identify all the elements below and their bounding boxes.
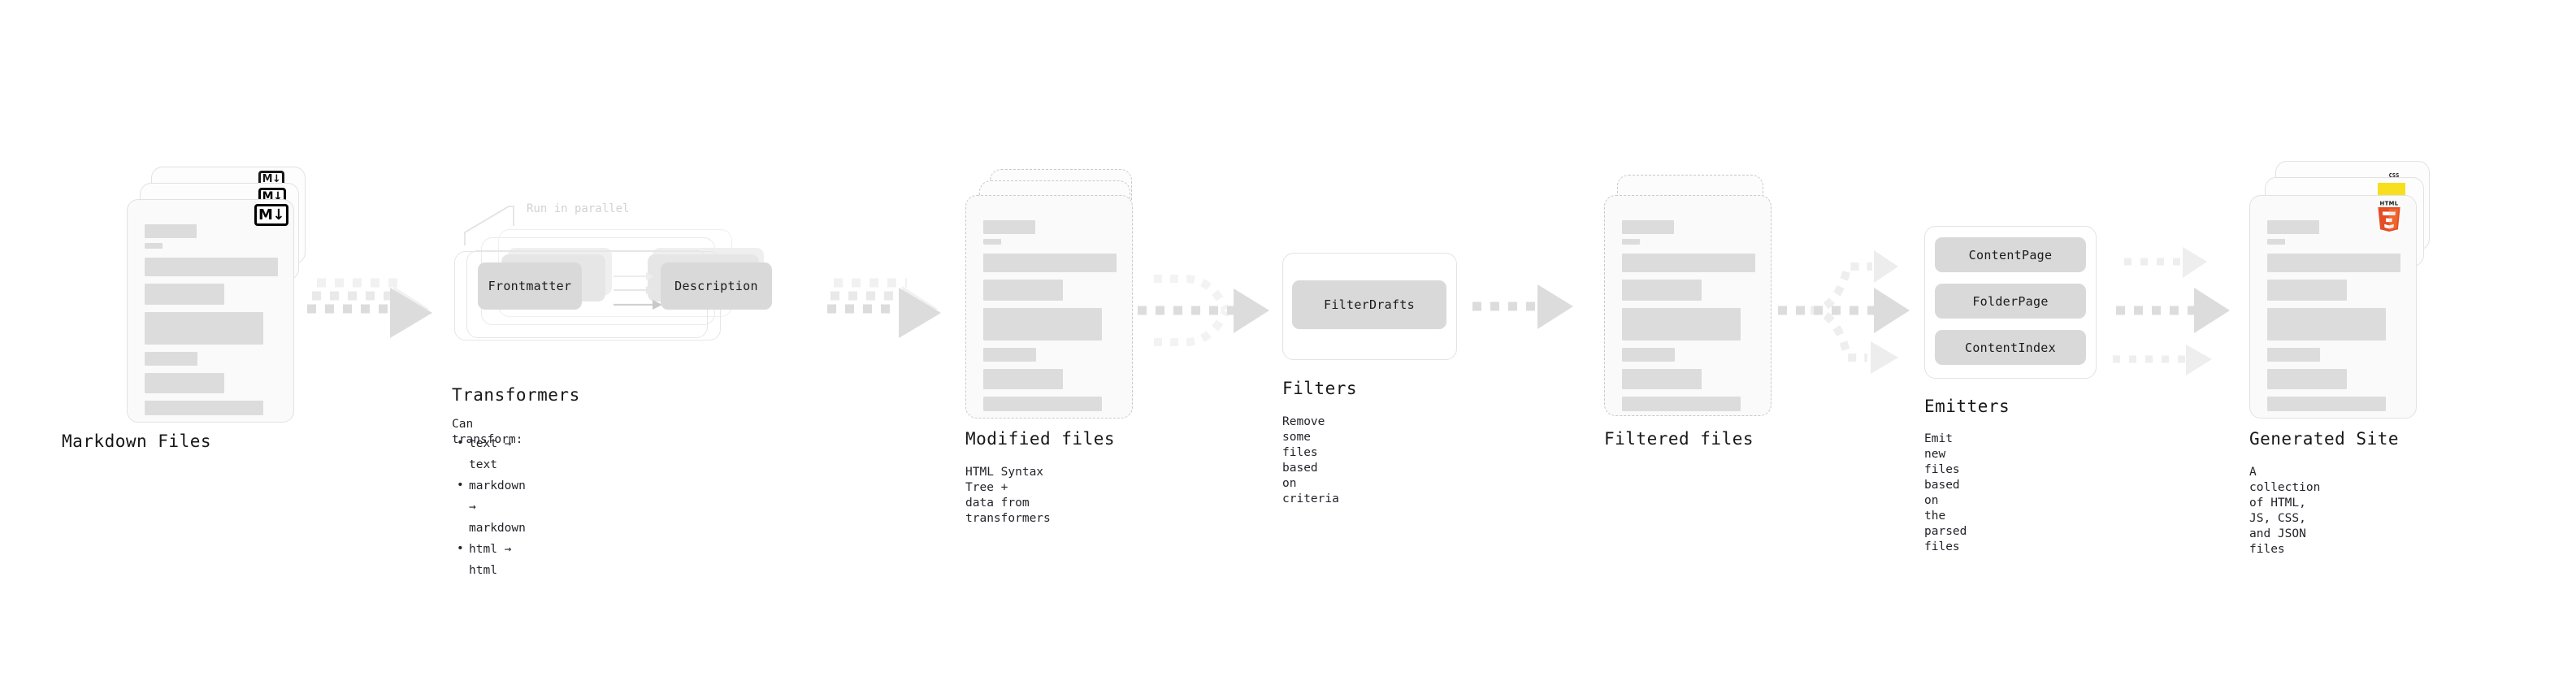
markdown-file-content-bars <box>145 224 279 423</box>
emitter-chip-contentindex-label: ContentIndex <box>1965 340 2056 355</box>
transformers-bullet-1: markdown → markdown <box>469 479 526 535</box>
content-bar <box>145 312 263 345</box>
transformers-bullet-list: • text → text • markdown → markdown • ht… <box>452 433 526 581</box>
transformers-bullet-2: html → html <box>469 543 512 577</box>
content-bar <box>1622 239 1640 245</box>
list-item: • html → html <box>457 539 526 581</box>
stage-title-filtered-files: Filtered files <box>1604 429 1754 449</box>
markdown-file-card-front <box>127 199 294 423</box>
stage-title-markdown-files: Markdown Files <box>62 432 212 451</box>
content-bar <box>1622 308 1741 340</box>
markdown-logo-icon: M↓ <box>254 204 288 226</box>
content-bar <box>983 254 1117 272</box>
content-bar <box>2267 348 2320 362</box>
arrow-markdown-to-transformers <box>307 268 470 358</box>
transformers-description: Can transform: <box>452 418 523 446</box>
transformer-chip-frontmatter-label: Frontmatter <box>488 279 572 293</box>
transformer-chip-description-label: Description <box>674 279 758 293</box>
content-bar <box>983 239 1001 245</box>
stage-title-emitters: Emitters <box>1924 397 2010 416</box>
bullet-dot-icon: • <box>457 542 464 555</box>
generated-site-description: A collection of HTML, JS, CSS, and JSON … <box>2249 466 2321 556</box>
emitter-chip-folderpage[interactable]: FolderPage <box>1935 284 2086 319</box>
bullet-dot-icon: • <box>457 479 464 492</box>
emitter-chip-contentindex[interactable]: ContentIndex <box>1935 330 2086 365</box>
content-bar <box>1622 280 1702 301</box>
arrow-emitters-to-generated-site <box>2113 236 2259 390</box>
filter-chip-filterdrafts-label: FilterDrafts <box>1324 297 1415 312</box>
content-bar <box>145 401 263 415</box>
transformer-internal-arrows <box>614 272 662 310</box>
content-bar <box>2267 397 2386 411</box>
content-bar <box>2267 369 2347 389</box>
html5-logo-icon: HTML <box>2378 200 2400 232</box>
content-bar <box>145 243 163 249</box>
content-bar <box>1622 397 1741 411</box>
markdown-logo-text: M↓ <box>258 206 285 223</box>
content-bar <box>145 284 224 305</box>
modified-file-content-bars <box>983 220 1117 419</box>
emitter-chip-folderpage-label: FolderPage <box>1972 293 2049 309</box>
stage-title-generated-site: Generated Site <box>2249 429 2400 449</box>
filter-chip-filterdrafts[interactable]: FilterDrafts <box>1292 280 1446 329</box>
list-item: • markdown → markdown <box>457 475 526 539</box>
bullet-dot-icon: • <box>457 436 464 449</box>
content-bar <box>145 258 278 276</box>
stage-title-modified-files: Modified files <box>965 429 1116 449</box>
content-bar <box>1622 220 1674 234</box>
filtered-file-card-front <box>1604 195 1772 416</box>
content-bar <box>983 348 1036 362</box>
markdown-badge-back2-text: M↓ <box>262 172 281 185</box>
content-bar <box>2267 239 2285 245</box>
content-bar <box>2267 308 2386 340</box>
stage-title-transformers: Transformers <box>452 385 580 405</box>
emitter-chip-contentpage[interactable]: ContentPage <box>1935 237 2086 272</box>
modified-file-card-front <box>965 195 1133 419</box>
content-bar <box>2267 220 2319 234</box>
svg-text:HTML: HTML <box>2380 200 2399 206</box>
arrow-transformers-to-modified-files <box>827 268 974 358</box>
arrow-filters-to-filtered-files <box>1472 276 1611 349</box>
content-bar <box>983 397 1102 411</box>
generated-file-content-bars <box>2267 220 2401 419</box>
content-bar <box>983 280 1063 301</box>
content-bar <box>145 373 224 393</box>
content-bar <box>2267 280 2347 301</box>
emitter-chip-contentpage-label: ContentPage <box>1968 247 2053 262</box>
content-bar <box>1622 369 1702 389</box>
transformer-chip-description[interactable]: Description <box>661 262 772 310</box>
svg-text:CSS: CSS <box>2389 172 2400 179</box>
list-item: • text → text <box>457 433 526 475</box>
filtered-file-content-bars <box>1622 220 1756 419</box>
content-bar <box>2267 254 2400 272</box>
content-bar <box>983 220 1035 234</box>
run-in-parallel-bracket-icon <box>464 206 514 245</box>
stage-title-filters: Filters <box>1282 379 1358 398</box>
modified-files-description: HTML Syntax Tree + data from transformer… <box>965 466 1051 525</box>
content-bar <box>145 352 197 366</box>
content-bar <box>1622 254 1755 272</box>
run-in-parallel-label: Run in parallel <box>527 202 630 215</box>
arrow-filtered-files-to-emitters <box>1778 236 1932 390</box>
content-bar <box>983 369 1063 389</box>
transformer-chip-frontmatter[interactable]: Frontmatter <box>478 262 582 310</box>
content-bar <box>1622 348 1675 362</box>
generated-file-card-front <box>2249 195 2417 419</box>
transformers-bullet-0: text → text <box>469 437 512 471</box>
filters-description: Remove some files based on criteria <box>1282 415 1339 505</box>
arrow-modified-files-to-filters <box>1138 258 1284 364</box>
content-bar <box>145 224 197 238</box>
emitters-description: Emit new files based on the parsed files <box>1924 432 1967 553</box>
content-bar <box>983 308 1102 340</box>
